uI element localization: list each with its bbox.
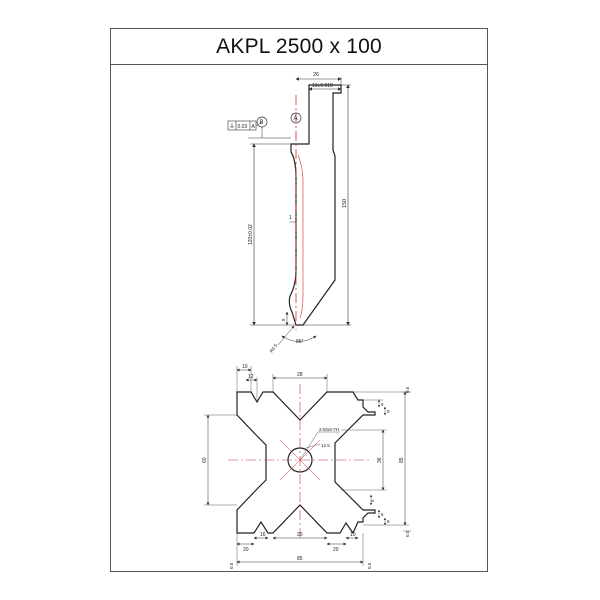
dim-bottom-c: 20 <box>297 532 303 538</box>
dim-bottom-d: 20 <box>333 547 339 553</box>
profile-accent <box>297 154 304 319</box>
dim-bottom-b: 16 <box>260 532 266 538</box>
flatness-value: 0.03 <box>238 124 248 130</box>
dim-overall-height: 85 <box>399 457 405 463</box>
dim-right-bottom-chamfer: 0.5 <box>405 530 410 537</box>
datum-a-circle <box>290 112 302 124</box>
dim-right-top-chamfer: 0.5 <box>405 386 410 393</box>
drawing-title: AKPL 2500 x 100 <box>216 34 382 58</box>
section-view: 10 12 28 0.5 6 8 60 2-M16-7H 12.5 <box>202 364 411 569</box>
dim-bottom-a: 20 <box>243 547 249 553</box>
dim-right-height: 36 <box>377 457 383 463</box>
dim-center-mark: 1 <box>289 215 292 221</box>
side-view: 26 13±0.018 A B 0.03 A 150 120±0.02 <box>227 72 351 354</box>
thread-callout: 2-M16-7H <box>319 427 339 432</box>
dim-tip-radius: R0.5 <box>269 343 279 354</box>
dim-right-top-b: 8 <box>387 409 390 414</box>
flatness-ref: A <box>252 124 256 130</box>
dim-top-center: 28 <box>297 372 303 378</box>
dim-bottom-e: 10 <box>350 532 356 538</box>
dim-top-left-a: 10 <box>242 364 248 370</box>
dim-tip-height: 8 <box>281 318 286 321</box>
dim-right-bottom-b: 6 <box>381 512 384 517</box>
dim-angle: 86° <box>296 339 304 345</box>
dim-right-top-a: 6 <box>381 402 384 407</box>
dim-tang-width: 13±0.018 <box>312 83 333 89</box>
dim-left-height: 60 <box>202 457 208 463</box>
datum-b-label: B <box>260 120 264 126</box>
dim-bore: 12.5 <box>321 443 330 448</box>
dim-height-total: 150 <box>342 199 348 208</box>
dim-top-width: 26 <box>313 72 319 78</box>
dim-right-chamfer: 0.5 <box>367 562 372 569</box>
dim-right-bottom-a: 5 <box>370 499 375 502</box>
dim-left-chamfer: 0.5 <box>229 562 234 569</box>
title-block: AKPL 2500 x 100 <box>111 29 487 65</box>
punch-outline <box>288 84 342 326</box>
drawing-sheet: AKPL 2500 x 100 <box>110 28 488 572</box>
dim-overall-width: 85 <box>297 556 303 562</box>
section-outline <box>236 391 376 535</box>
feature-control-frame <box>227 120 257 131</box>
dim-right-bottom-c: 8 <box>387 519 390 524</box>
dim-top-left-b: 12 <box>248 374 254 380</box>
datum-a-label: A <box>294 116 298 122</box>
dim-height-ref: 120±0.02 <box>248 224 254 245</box>
